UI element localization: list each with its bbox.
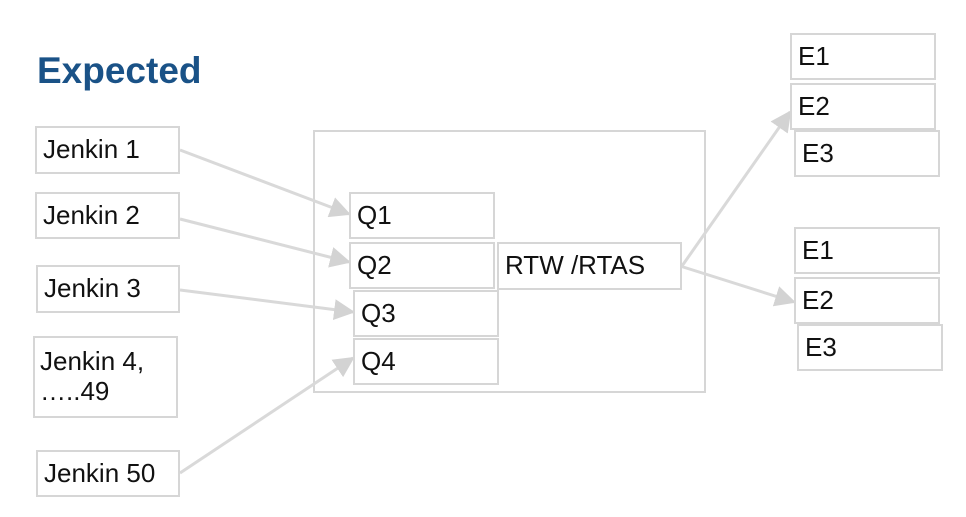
arrow-jenkin50-q4 <box>179 356 355 475</box>
arrow-jenkin3-q3 <box>179 288 356 321</box>
queue-box-q2: Q2 <box>349 242 495 289</box>
system-container <box>313 130 706 393</box>
arrow-jenkin1-q1 <box>179 148 351 218</box>
source-box-jenkin-50: Jenkin 50 <box>36 450 180 497</box>
env1-box-e3: E3 <box>794 130 940 177</box>
arrow-router-e2-top <box>680 110 792 267</box>
queue-box-q4: Q4 <box>353 338 499 385</box>
source-box-jenkin-3: Jenkin 3 <box>36 265 180 313</box>
queue-box-q3: Q3 <box>353 290 499 337</box>
arrow-router-e2-bottom <box>679 264 797 307</box>
env2-box-e2: E2 <box>794 277 940 324</box>
source-box-jenkin-1: Jenkin 1 <box>35 126 180 174</box>
env1-box-e1: E1 <box>790 33 936 80</box>
source-box-jenkin-4-49: Jenkin 4, …..49 <box>33 336 178 418</box>
env2-box-e1: E1 <box>794 227 940 274</box>
env2-box-e3: E3 <box>797 324 943 371</box>
env1-box-e2: E2 <box>790 83 936 130</box>
arrow-jenkin2-q2 <box>179 217 352 268</box>
router-box: RTW /RTAS <box>497 242 682 290</box>
source-box-jenkin-2: Jenkin 2 <box>35 192 180 239</box>
diagram-title: Expected <box>37 50 202 91</box>
queue-box-q1: Q1 <box>349 192 495 239</box>
